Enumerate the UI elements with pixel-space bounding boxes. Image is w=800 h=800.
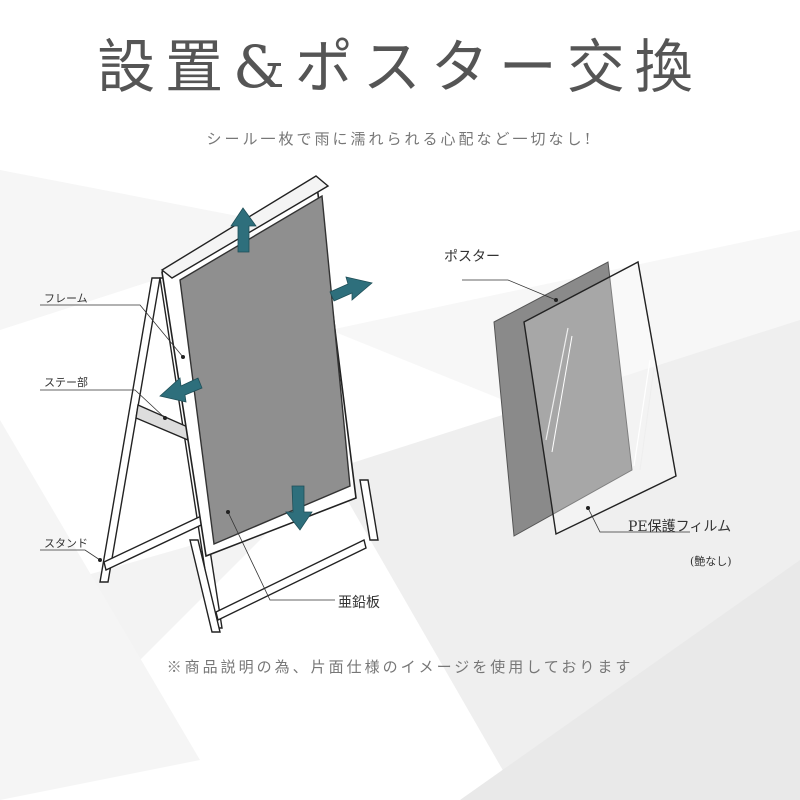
arrow-up-icon <box>230 207 257 253</box>
label-poster: ポスター <box>444 249 500 265</box>
arrow-right-icon <box>329 276 373 302</box>
poster-sheet <box>493 261 633 537</box>
back-leg-left <box>99 277 161 583</box>
page-subtitle: シール一枚で雨に濡れられる心配など一切なし! <box>206 130 594 148</box>
zinc-panel <box>179 194 351 546</box>
label-stand: スタンド <box>44 537 88 550</box>
leader-lines-right <box>462 279 690 533</box>
pe-film-sheet <box>523 260 677 536</box>
arrow-down-icon <box>285 485 313 531</box>
label-matte: (艶なし) <box>690 555 732 568</box>
front-leg-left <box>189 539 221 633</box>
label-zinc-plate: 亜鉛板 <box>338 595 380 611</box>
label-pe-film: PE保護フィルム <box>628 519 732 535</box>
label-frame: フレーム <box>44 292 88 305</box>
leader-lines-left <box>40 304 335 601</box>
footnote: ※商品説明の為、片面仕様のイメージを使用しております <box>166 658 634 676</box>
lower-bar-front <box>215 538 367 622</box>
label-stay: ステー部 <box>44 376 88 389</box>
front-leg-right <box>359 479 379 541</box>
move-arrows <box>159 207 373 531</box>
page-title: 設置&ポスター交換 <box>97 33 703 101</box>
arrow-left-icon <box>159 377 203 403</box>
